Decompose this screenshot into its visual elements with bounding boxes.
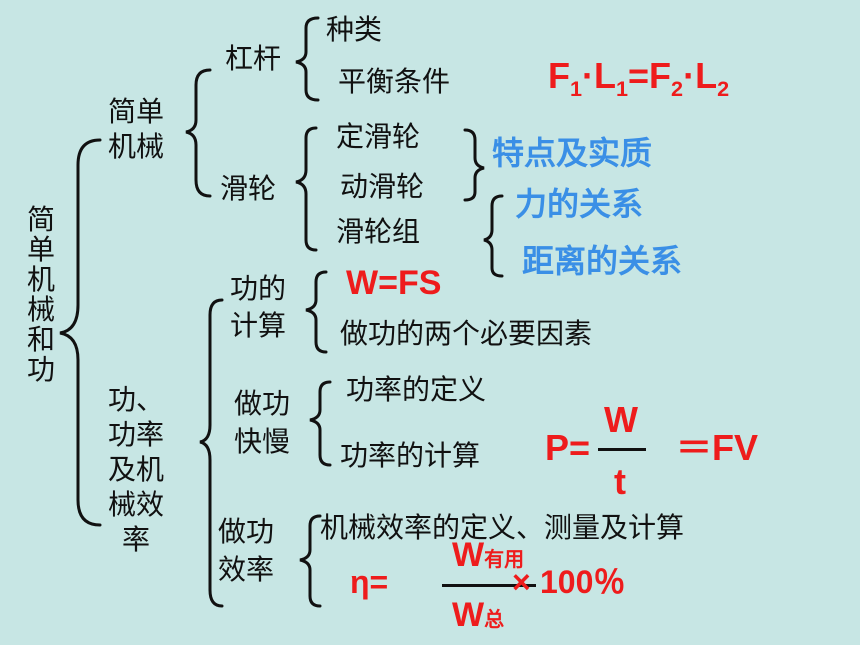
power-calculation: 功率的计算 (340, 439, 481, 472)
power-formula-numerator: W (604, 399, 638, 440)
power-formula-lhs: P= (545, 427, 591, 468)
power-definition: 功率的定义 (346, 373, 487, 406)
work-power-label-4: 械效 (108, 488, 165, 521)
efficiency-times: × (512, 564, 531, 600)
work-power-label-5: 率 (122, 523, 151, 556)
efficiency-brace (299, 514, 322, 608)
work-power-label-2: 功率 (108, 418, 165, 451)
pulley-item-fixed: 定滑轮 (336, 120, 421, 153)
root-label: 简单机械和功 (26, 203, 55, 386)
power-fraction-bar (598, 448, 646, 451)
work-calc-brace (305, 270, 328, 354)
work-power-label-1: 功、 (108, 383, 165, 416)
work-calc-label-2: 计算 (230, 309, 287, 342)
root-brace (59, 138, 102, 527)
lever-balance-formula: F1·L1=F2·L2 (548, 55, 730, 102)
pulley-brace (295, 126, 318, 252)
power-formula-denominator: t (614, 461, 626, 502)
simple-machines-brace (185, 68, 212, 198)
simple-machines-label-1: 简单 (108, 95, 165, 128)
efficiency-eta: η= (350, 564, 389, 600)
pulley-notes-brace-left (483, 194, 504, 278)
pulley-note-distance: 距离的关系 (522, 242, 683, 280)
speed-label-1: 做功 (234, 387, 291, 420)
work-formula: W=FS (346, 264, 442, 302)
pulley-note-features: 特点及实质 (492, 134, 653, 172)
efficiency-numerator: W有用 (452, 536, 525, 574)
work-calc-label-1: 功的 (230, 272, 287, 305)
pulley-label: 滑轮 (220, 172, 277, 205)
simple-machines-label-2: 机械 (108, 130, 165, 163)
efficiency-fraction-bar (442, 584, 536, 587)
work-power-brace (199, 298, 224, 608)
lever-label: 杠杆 (225, 42, 282, 75)
efficiency-percent: 100％ (540, 564, 626, 600)
work-conditions: 做功的两个必要因素 (340, 317, 593, 350)
work-power-label-3: 及机 (108, 453, 165, 486)
pulley-item-movable: 动滑轮 (340, 170, 425, 203)
power-formula-rhs: ＝FV (676, 427, 759, 468)
pulley-notes-brace-right (463, 128, 485, 202)
efficiency-label-2: 效率 (218, 553, 275, 586)
lever-item-balance: 平衡条件 (338, 65, 451, 98)
lever-item-types: 种类 (326, 13, 383, 46)
efficiency-description: 机械效率的定义、测量及计算 (320, 511, 685, 544)
speed-label-2: 快慢 (234, 425, 291, 458)
pulley-note-force: 力的关系 (515, 185, 644, 223)
efficiency-denominator: W总 (452, 596, 505, 634)
lever-brace (295, 16, 320, 102)
efficiency-label-1: 做功 (218, 515, 275, 548)
pulley-item-block: 滑轮组 (336, 215, 421, 248)
speed-brace (309, 380, 332, 467)
